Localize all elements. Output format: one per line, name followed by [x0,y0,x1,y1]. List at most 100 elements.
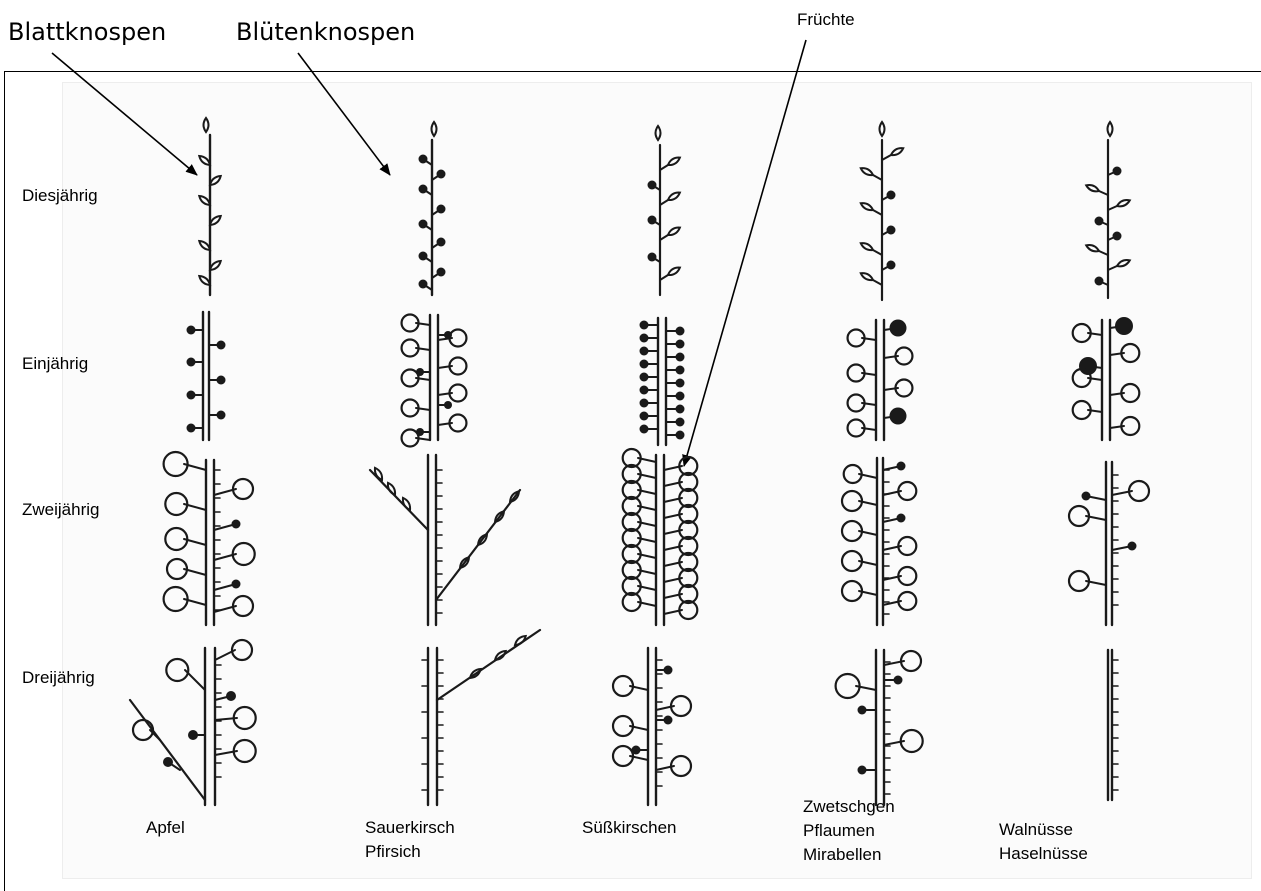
leaf-bud [861,243,873,250]
flower-bud [894,676,903,685]
leaf-bud [1086,245,1099,251]
leaf-bud [1117,260,1130,266]
flower-bud [890,408,907,425]
flower-bud [676,327,685,336]
flower-bud [232,520,241,529]
flower-bud [1095,217,1104,226]
flower-bud [217,411,226,420]
flower-bud [217,376,226,385]
flower-bud [887,226,896,235]
flower-bud [217,341,226,350]
flower-bud [897,462,906,471]
terminal-bud [880,122,885,136]
leaf-bud [861,168,873,175]
flower-bud [664,716,673,725]
flower-bud [1113,232,1122,241]
flower-bud [437,170,446,179]
flower-bud [676,392,685,401]
leaf-bud [210,261,221,270]
flower-bud [187,391,196,400]
terminal-bud [432,122,437,136]
flower-bud [676,340,685,349]
arrow-fruits [684,40,806,466]
branch-sketches [130,118,1149,805]
flower-bud [676,379,685,388]
side-shoot [130,700,205,800]
flower-bud [1128,542,1137,551]
flower-bud [226,691,236,701]
flower-bud [640,425,649,434]
flower-bud [187,326,196,335]
flower-bud [1095,277,1104,286]
leaf-bud [1117,200,1130,206]
flower-bud [163,757,173,767]
terminal-bud [1108,122,1113,136]
leaf-bud [861,203,873,210]
flower-bud [437,205,446,214]
leaf-bud [199,241,210,250]
leaf-bud [375,468,382,480]
flower-bud [188,730,198,740]
leaf-bud [861,273,873,280]
leaf-bud [668,193,680,200]
flower-bud [437,268,446,277]
leaf-bud [891,148,903,155]
leaf-bud [210,216,221,225]
leaf-bud [199,196,210,205]
flower-bud [858,706,867,715]
flower-bud [640,347,649,356]
leaf-bud [199,276,210,285]
flower-bud [648,216,657,225]
flower-bud [640,399,649,408]
flower-bud [419,155,428,164]
flower-bud [640,321,649,330]
leaf-bud [388,483,395,495]
leaf-bud [199,156,210,165]
flower-bud [419,252,428,261]
leaf-bud [668,158,680,165]
flower-bud [858,766,867,775]
flower-bud [444,331,452,339]
flower-bud [640,334,649,343]
flower-bud [419,280,428,289]
flower-bud [187,358,196,367]
flower-bud [419,185,428,194]
flower-bud [416,428,424,436]
flower-bud [232,580,241,589]
flower-bud [640,386,649,395]
flower-bud [676,418,685,427]
flower-bud [1115,317,1133,335]
terminal-bud [656,126,661,140]
flower-bud [676,366,685,375]
arrow-leaf-buds [52,53,197,175]
flower-bud [648,253,657,262]
leaf-bud [515,636,526,645]
terminal-bud [204,118,209,132]
flower-bud [632,746,641,755]
flower-bud [437,238,446,247]
flower-bud [640,412,649,421]
flower-bud [676,353,685,362]
flower-bud [676,431,685,440]
leaf-bud [210,176,221,185]
leaf-bud [668,268,680,275]
flower-bud [897,514,906,523]
leaf-bud [403,498,410,510]
flower-bud [416,368,424,376]
arrow-flower-buds [298,53,390,175]
flower-bud [890,320,907,337]
leaf-bud [1086,185,1099,191]
leaf-bud [668,228,680,235]
flower-bud [640,373,649,382]
flower-bud [640,360,649,369]
flower-bud [1082,492,1091,501]
flower-bud [187,424,196,433]
flower-bud [419,220,428,229]
flower-bud [664,666,673,675]
flower-bud [887,261,896,270]
flower-bud [444,401,452,409]
flower-bud [676,405,685,414]
flower-bud [887,191,896,200]
flower-bud [1113,167,1122,176]
